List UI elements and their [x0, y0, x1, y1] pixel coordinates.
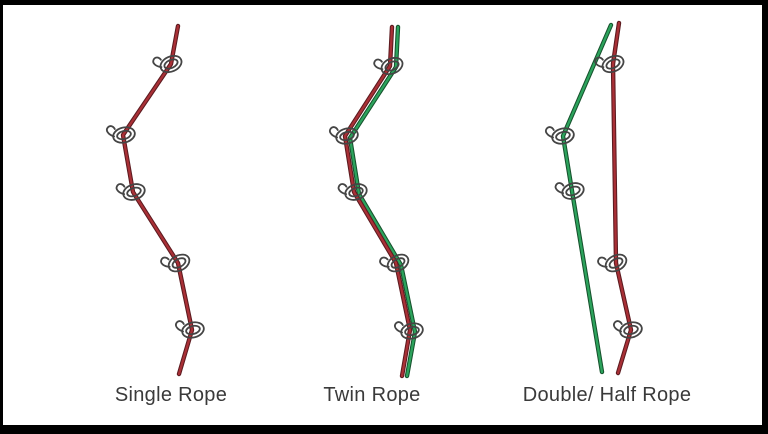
panel-single-rope: [105, 23, 207, 377]
green-rope-line: [561, 23, 613, 374]
label-single-rope: Single Rope: [114, 384, 228, 406]
green-rope-line: [348, 25, 417, 378]
label-twin-rope: Twin Rope: [323, 384, 421, 406]
red-rope-line: [343, 25, 412, 378]
panel-double-half-rope: [544, 20, 645, 376]
panel-twin-rope: [328, 24, 426, 379]
carabiner-icon: [151, 47, 185, 79]
label-double-half-rope: Double/ Half Rope: [522, 384, 692, 406]
red-rope-line: [121, 24, 194, 376]
carabiner-icon: [595, 246, 631, 278]
red-rope-line: [611, 21, 633, 375]
red-rope-line: [342, 24, 413, 379]
carabiner-icon: [544, 120, 577, 148]
